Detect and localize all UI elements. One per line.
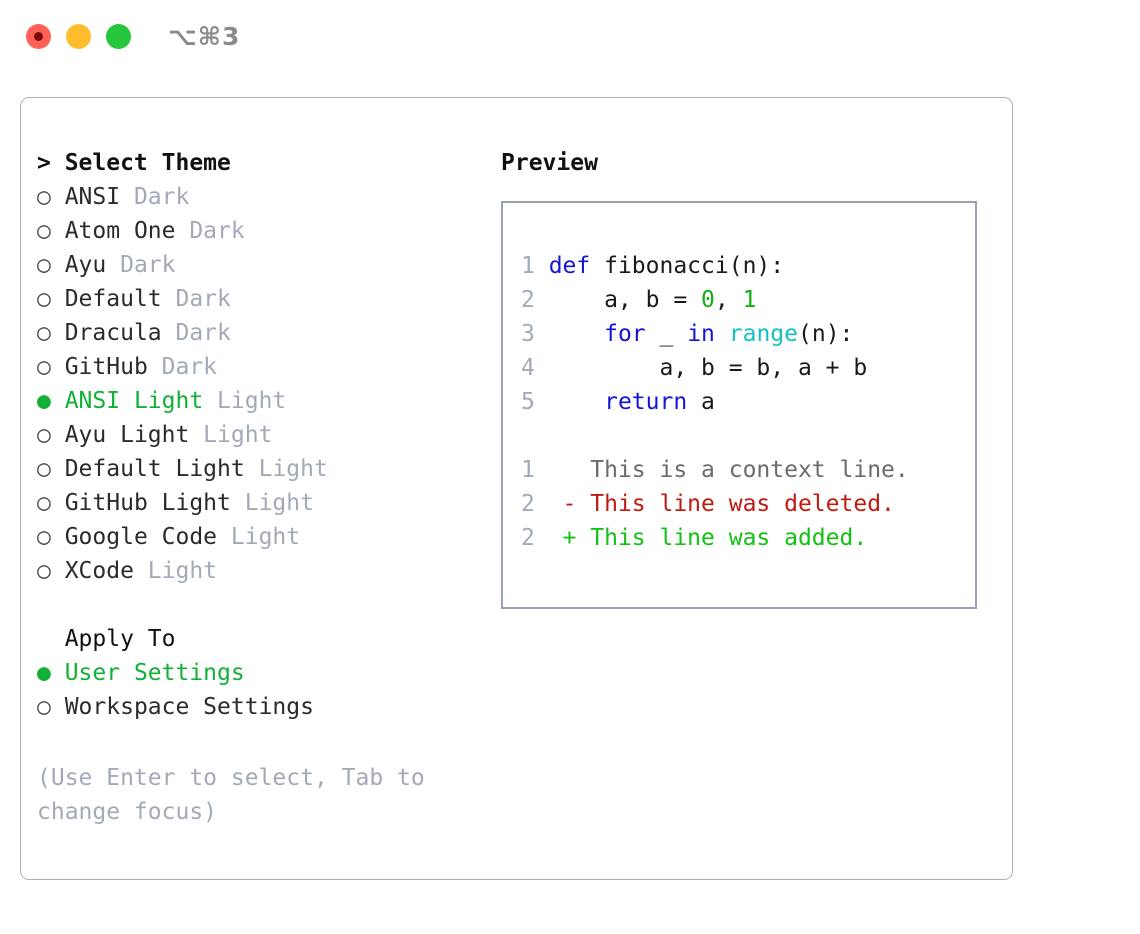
theme-option-2[interactable]: ○ Ayu Dark — [37, 248, 487, 282]
theme-option-category: Light — [230, 490, 314, 516]
line-number: 2 — [521, 525, 535, 551]
content-panel: > Select Theme ○ ANSI Dark○ Atom One Dar… — [20, 97, 1013, 880]
window-title: ⌥⌘3 — [168, 22, 241, 51]
keyboard-hint: (Use Enter to select, Tab to change focu… — [37, 765, 425, 825]
traffic-light-group — [26, 24, 131, 49]
window-titlebar: ⌥⌘3 — [0, 0, 1140, 80]
radio-unselected-icon: ○ — [37, 422, 65, 448]
diff-line-1: 2 - This line was deleted. — [503, 487, 975, 521]
theme-option-category: Light — [133, 558, 218, 584]
radio-unselected-icon: ○ — [37, 184, 65, 210]
code-line-1: 2 a, b = 0, 1 — [503, 283, 975, 317]
theme-option-11[interactable]: ○ XCode Light — [37, 554, 487, 588]
theme-option-label: Google Code — [64, 524, 218, 550]
radio-selected-icon: ● — [37, 388, 65, 414]
line-number: 1 — [521, 253, 535, 279]
line-number: 2 — [521, 491, 535, 517]
apply-to-block: Apply To ● User Settings○ Workspace Sett… — [37, 622, 487, 724]
diff-line-0: 1 This is a context line. — [503, 453, 975, 487]
theme-option-label: Dracula — [64, 320, 162, 346]
radio-unselected-icon: ○ — [37, 490, 65, 516]
line-number: 2 — [521, 287, 535, 313]
theme-option-4[interactable]: ○ Dracula Dark — [37, 316, 487, 350]
line-number: 4 — [521, 355, 535, 381]
radio-unselected-icon: ○ — [37, 456, 65, 482]
radio-unselected-icon: ○ — [37, 524, 65, 550]
radio-unselected-icon: ○ — [37, 558, 65, 584]
theme-option-1[interactable]: ○ Atom One Dark — [37, 214, 487, 248]
preview-column: Preview 1 def fibonacci(n):2 a, b = 0, 1… — [501, 146, 991, 609]
code-line-3: 4 a, b = b, a + b — [503, 351, 975, 385]
theme-option-label: XCode — [64, 558, 134, 584]
radio-unselected-icon: ○ — [37, 320, 65, 346]
theme-option-label: GitHub — [64, 354, 148, 380]
line-number: 5 — [521, 389, 535, 415]
diff-text: This is a context line. — [548, 457, 909, 483]
theme-option-9[interactable]: ○ GitHub Light Light — [37, 486, 487, 520]
theme-option-category: Dark — [175, 218, 245, 244]
diff-text: + This line was added. — [548, 525, 868, 551]
code-line-0: 1 def fibonacci(n): — [503, 249, 975, 283]
code-line-2: 3 for _ in range(n): — [503, 317, 975, 351]
select-theme-header: > Select Theme — [37, 150, 231, 176]
radio-unselected-icon: ○ — [37, 694, 65, 720]
theme-option-category: Light — [203, 388, 287, 414]
theme-option-5[interactable]: ○ GitHub Dark — [37, 350, 487, 384]
apply-option-1[interactable]: ○ Workspace Settings — [37, 690, 487, 724]
theme-option-category: Dark — [147, 354, 218, 380]
radio-unselected-icon: ○ — [37, 286, 65, 312]
apply-option-list: ● User Settings○ Workspace Settings — [37, 656, 487, 724]
diff-sample: 1 This is a context line.2 - This line w… — [503, 453, 975, 555]
theme-option-label: Ayu Light — [64, 422, 190, 448]
theme-option-0[interactable]: ○ ANSI Dark — [37, 180, 487, 214]
diff-text: - This line was deleted. — [548, 491, 895, 517]
close-button[interactable] — [26, 24, 51, 49]
theme-option-category: Light — [189, 422, 273, 448]
theme-option-label: GitHub Light — [64, 490, 231, 516]
code-line-4: 5 return a — [503, 385, 975, 419]
preview-title: Preview — [501, 150, 598, 176]
maximize-button[interactable] — [106, 24, 131, 49]
theme-option-label: ANSI — [64, 184, 121, 210]
line-number: 1 — [521, 457, 535, 483]
theme-option-category: Dark — [106, 252, 176, 278]
theme-option-10[interactable]: ○ Google Code Light — [37, 520, 487, 554]
radio-unselected-icon: ○ — [37, 252, 65, 278]
theme-option-category: Dark — [120, 184, 190, 210]
theme-option-7[interactable]: ○ Ayu Light Light — [37, 418, 487, 452]
line-number: 3 — [521, 321, 535, 347]
theme-option-label: Atom One — [64, 218, 176, 244]
theme-option-category: Light — [244, 456, 328, 482]
theme-option-label: Default Light — [64, 456, 245, 482]
apply-option-0[interactable]: ● User Settings — [37, 656, 487, 690]
theme-option-category: Dark — [161, 286, 231, 312]
theme-option-8[interactable]: ○ Default Light Light — [37, 452, 487, 486]
apply-option-label: Workspace Settings — [64, 694, 314, 720]
radio-unselected-icon: ○ — [37, 218, 65, 244]
theme-option-category: Light — [217, 524, 301, 550]
diff-line-2: 2 + This line was added. — [503, 521, 975, 555]
minimize-button[interactable] — [66, 24, 91, 49]
radio-unselected-icon: ○ — [37, 354, 65, 380]
theme-picker-column: > Select Theme ○ ANSI Dark○ Atom One Dar… — [37, 146, 487, 724]
apply-option-label: User Settings — [64, 660, 245, 686]
theme-option-3[interactable]: ○ Default Dark — [37, 282, 487, 316]
theme-option-list: ○ ANSI Dark○ Atom One Dark○ Ayu Dark○ De… — [37, 180, 487, 588]
theme-option-label: ANSI Light — [64, 388, 204, 414]
apply-to-header: Apply To — [37, 626, 176, 652]
radio-selected-icon: ● — [37, 660, 65, 686]
theme-option-6[interactable]: ● ANSI Light Light — [37, 384, 487, 418]
theme-option-label: Default — [64, 286, 162, 312]
theme-option-category: Dark — [161, 320, 231, 346]
theme-option-label: Ayu — [64, 252, 107, 278]
